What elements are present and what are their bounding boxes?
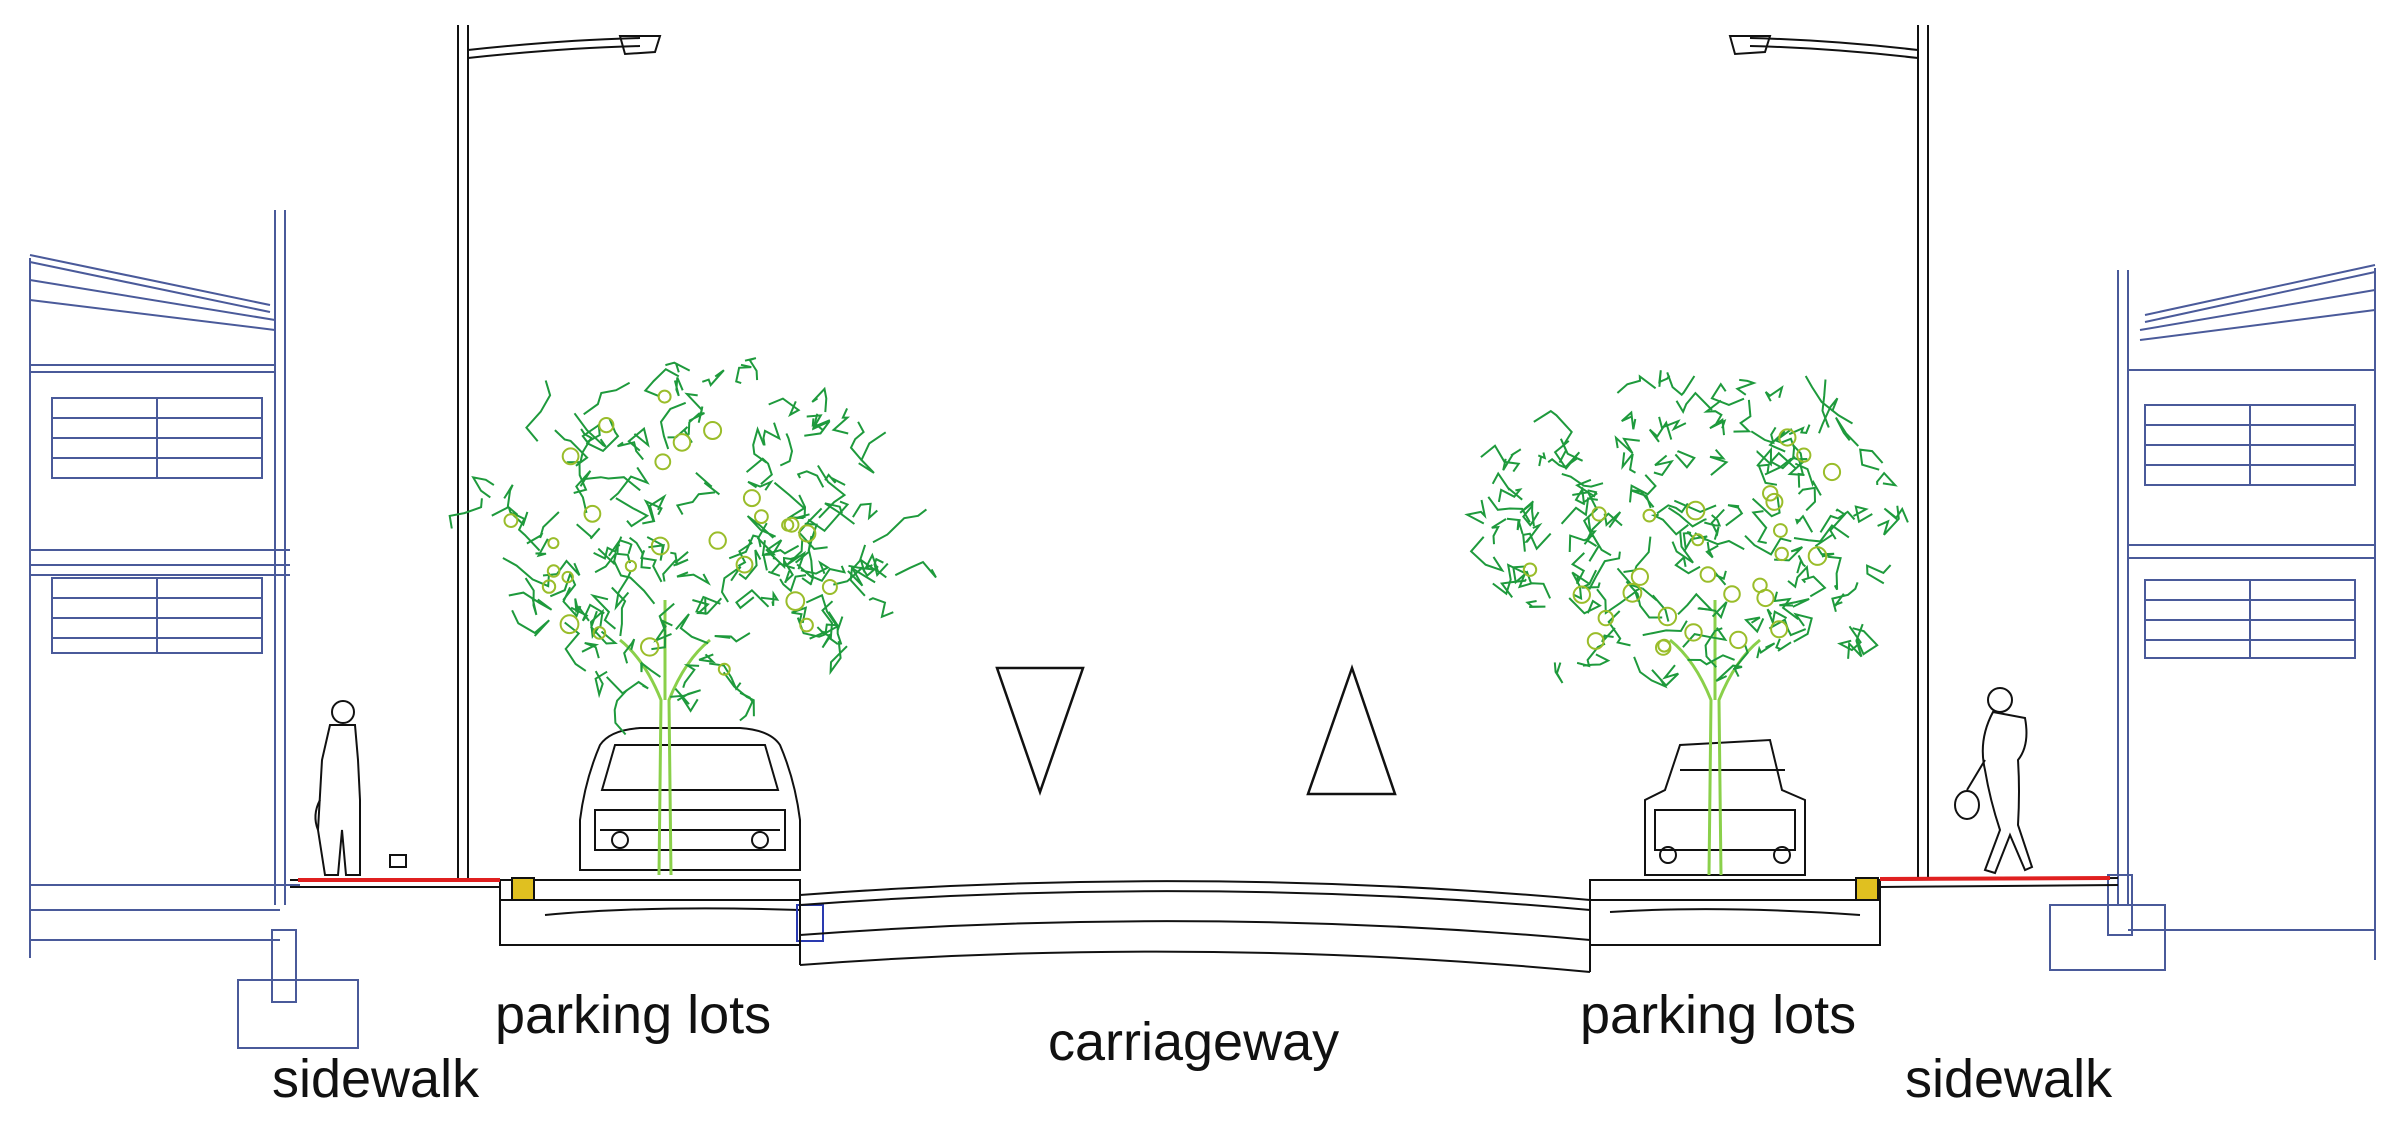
right-street-lamp <box>1728 25 1929 878</box>
left-street-lamp <box>457 25 662 878</box>
pedestrian-man <box>314 700 407 876</box>
road-profile <box>290 877 2119 973</box>
down-triangle-icon <box>995 666 1085 796</box>
left-car <box>579 727 801 871</box>
parking-right-label: parking lots <box>1580 985 1857 1045</box>
left-tree <box>448 357 937 876</box>
left-building <box>29 210 359 1049</box>
right-tree <box>1464 370 1909 876</box>
sidewalk-paving <box>298 876 2111 882</box>
carriageway-label: carriageway <box>1048 1012 1340 1072</box>
up-triangle-icon <box>1306 664 1397 796</box>
curb-drains <box>511 877 1879 901</box>
pedestrian-woman <box>1954 687 2034 875</box>
sidewalk-right-label: sidewalk <box>1905 1049 2113 1109</box>
traffic-direction-markers <box>995 664 1397 796</box>
right-car <box>1644 738 1806 876</box>
right-building <box>2049 264 2376 971</box>
parking-left-label: parking lots <box>495 985 772 1045</box>
sidewalk-left-label: sidewalk <box>272 1049 480 1109</box>
